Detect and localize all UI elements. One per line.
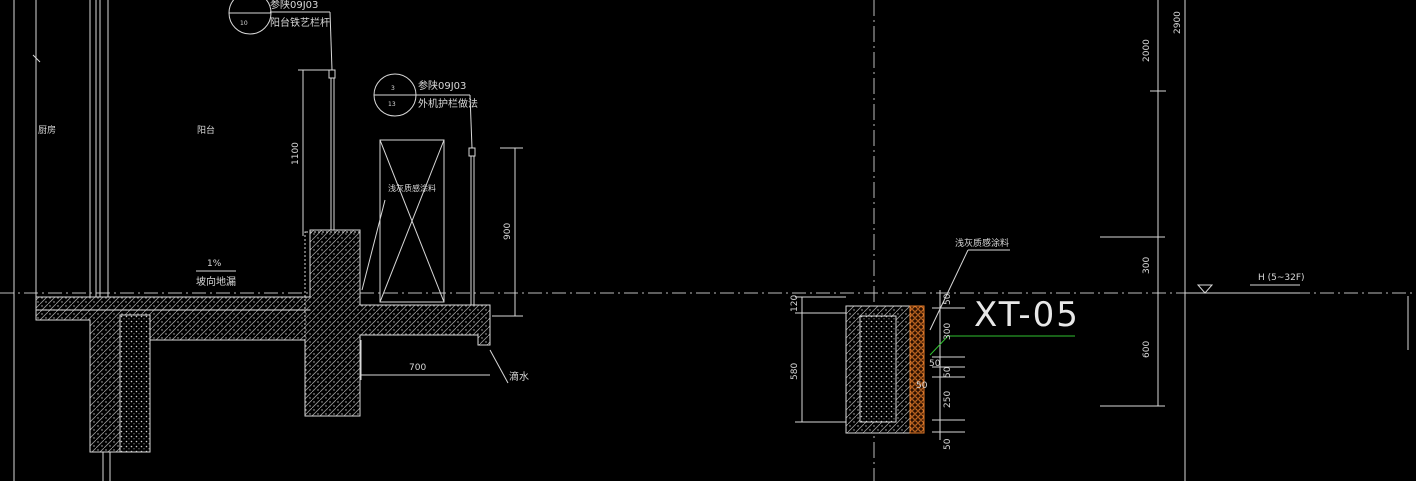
dim-50-a: 50 (943, 293, 953, 305)
floor-slab (35, 229, 491, 453)
slope-pct: 1% (207, 259, 222, 269)
dim-250: 250 (943, 391, 953, 408)
dim-300-b: 300 (1142, 257, 1152, 274)
dim-2000: 2000 (1142, 39, 1152, 62)
dim-600: 600 (1142, 341, 1152, 358)
dim-50-e: 50 (943, 438, 953, 450)
ref2-num-bottom: 13 (388, 101, 396, 108)
ref1-num: 10 (240, 20, 248, 27)
room-balcony: 阳台 (197, 124, 215, 136)
xt05-label: XT-05 (974, 295, 1080, 335)
dim-900: 900 (503, 223, 513, 240)
ref2-top: 参陕09J03 (418, 79, 466, 92)
paint-note-left: 浅灰质感涂料 (388, 183, 436, 193)
dim-1100: 1100 (291, 142, 301, 165)
drip-note: 滴水 (509, 370, 529, 383)
dim-50-b: 50 (929, 359, 941, 369)
ref1-top: 参陕09J03 (270, 0, 318, 11)
dim-300-a: 300 (943, 323, 953, 340)
slope-text: 坡向地漏 (196, 275, 236, 288)
tile-finish (909, 305, 925, 434)
room-kitchen: 厨房 (38, 124, 56, 136)
dim-120: 120 (790, 295, 800, 312)
ref2-num-top: 3 (391, 85, 395, 92)
ref2-desc: 外机护栏做法 (418, 97, 478, 110)
ref1-desc: 阳台铁艺栏杆 (270, 16, 330, 29)
dim-50-d: 50 (916, 381, 928, 391)
dim-700: 700 (409, 363, 426, 373)
ref1-callout-circle (228, 0, 272, 35)
paint-note-right: 浅灰质感涂料 (955, 237, 1009, 249)
dim-2900: 2900 (1173, 11, 1183, 34)
level-text: H (5~32F) (1258, 273, 1305, 283)
dim-580: 580 (790, 363, 800, 380)
dim-50-c: 50 (943, 366, 953, 378)
